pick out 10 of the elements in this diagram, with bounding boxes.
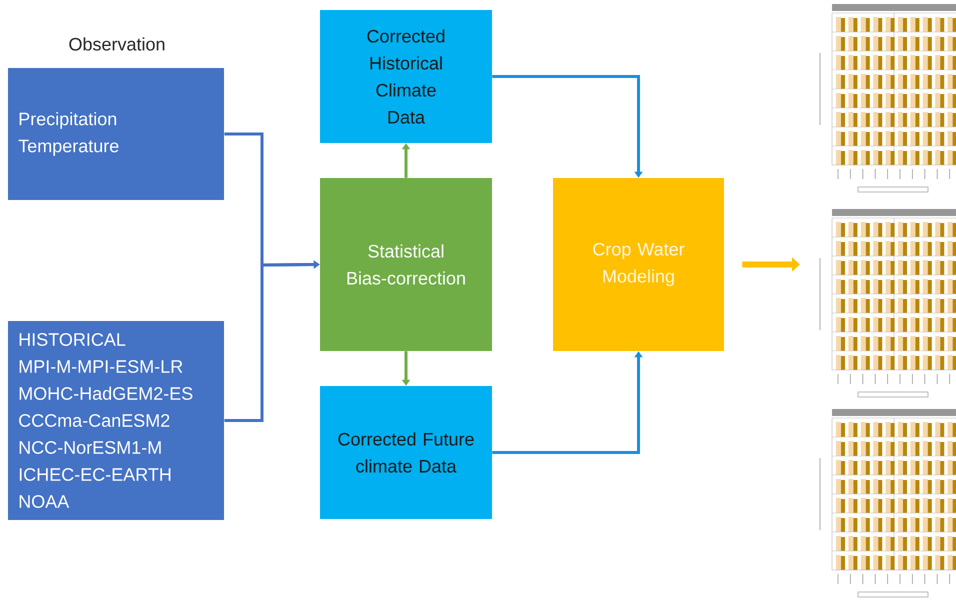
process-box: Statistical Bias-correction (320, 178, 492, 351)
process-box: Corrected Future climate Data (320, 386, 492, 519)
process-box: Crop Water Modeling (553, 178, 724, 351)
bar-chart-drawing (820, 209, 956, 398)
heading: Observation (69, 37, 164, 51)
bar-chart-drawing (820, 4, 956, 192)
process-box: HISTORICAL MPI-M-MPI-ESM-LR MOHC-HadGEM2-ES CCCma-CanESM2 NCC-NorESM1-M ICHEC-EC-EARTH NOAA (8, 321, 224, 520)
bar-chart-drawing (820, 409, 956, 598)
process-box: Precipitation Temperature (8, 68, 224, 200)
process-box: Corrected Historical Climate Data (320, 10, 492, 143)
